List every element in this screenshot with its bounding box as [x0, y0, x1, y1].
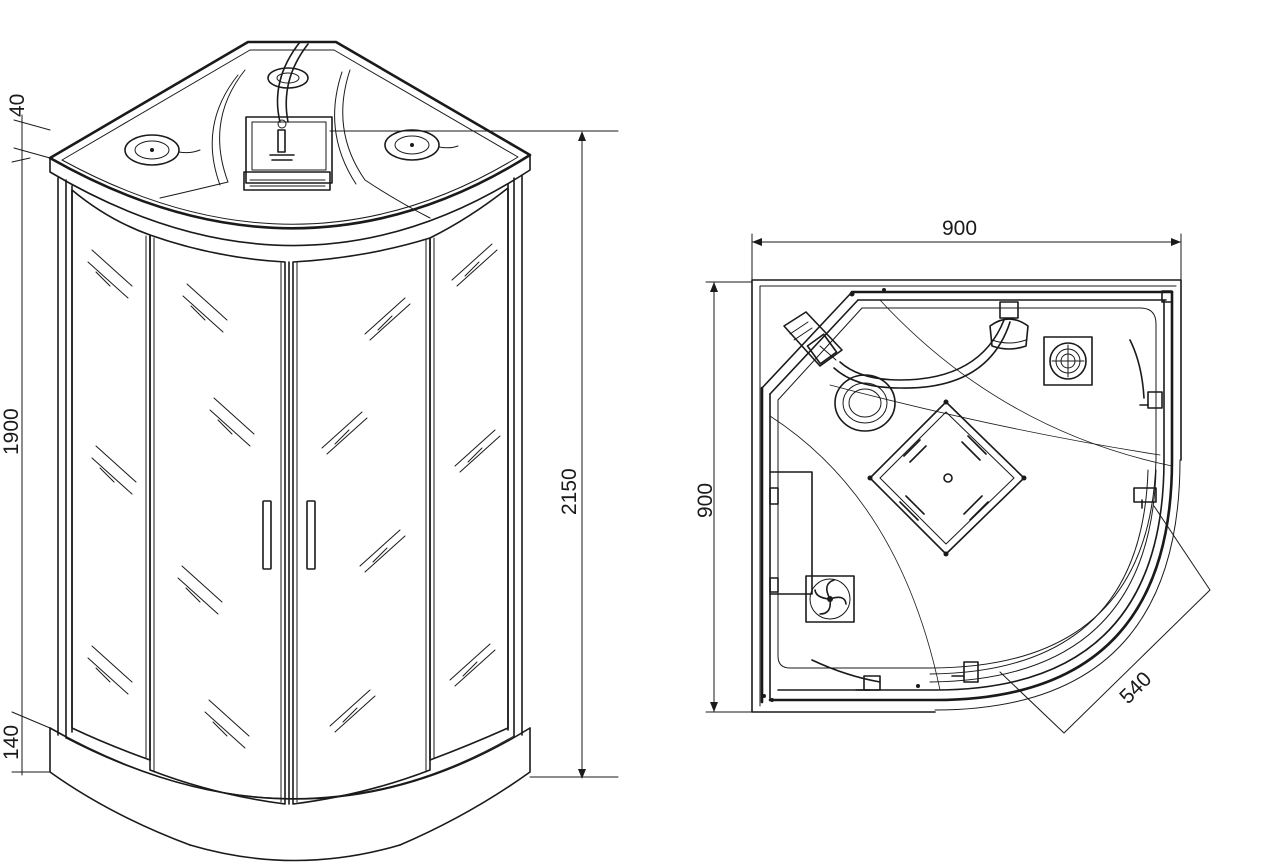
door-right	[292, 237, 431, 805]
plan-curved-glass-inner	[777, 299, 1165, 691]
plan-side-shelf	[769, 471, 813, 595]
roof-inner-rim	[61, 49, 519, 225]
glass-reflections	[87, 243, 501, 749]
speaker-icon	[124, 134, 201, 166]
shower-head-icon	[269, 129, 295, 161]
fan-icon	[805, 575, 855, 623]
roof-rib-left-2	[211, 74, 239, 186]
door-left	[149, 234, 286, 805]
plan-door-grip-right	[1129, 339, 1145, 399]
plan-control-panel	[783, 311, 843, 367]
dim-door-width: 540	[1115, 667, 1156, 708]
plan-corner-wall	[761, 291, 859, 395]
plan-curved-glass-outer	[934, 459, 1181, 711]
dim-top-thickness: 40	[6, 94, 29, 117]
dimension-left	[11, 114, 51, 776]
dimension-total-height	[529, 131, 619, 779]
plan-door-grip-left	[811, 659, 881, 683]
base-tray-front	[49, 727, 531, 846]
dim-body-height: 1900	[0, 408, 23, 455]
plan-outer-inner	[759, 285, 1177, 707]
plan-side-walls	[769, 299, 1167, 701]
plan-door-track	[929, 469, 1157, 683]
glass-right-panel	[429, 187, 509, 761]
plan-curved-glass	[768, 290, 1174, 702]
plan-back-wall	[760, 290, 1174, 704]
shower-head-icon	[989, 301, 1029, 350]
rain-shower-inner	[251, 121, 327, 171]
shower-pipe-joint	[277, 119, 287, 129]
dim-base-height: 140	[0, 725, 23, 760]
dim-total-height: 2150	[558, 468, 581, 515]
roof-rib-right-2	[334, 71, 357, 185]
front-view: 40 1900 140 2150	[0, 40, 619, 862]
roof-outline	[48, 40, 532, 230]
plan-hose-coil	[834, 374, 896, 432]
roof-rib-left	[159, 69, 246, 199]
dim-plan-depth: 900	[694, 483, 717, 518]
plan-door-rollers	[855, 290, 1173, 691]
roof-rib-right	[342, 69, 431, 219]
base-tray-bottom	[189, 844, 401, 862]
drain-icon	[867, 399, 1027, 557]
plan-door-track-2	[929, 469, 1149, 675]
dim-door-line	[999, 505, 1211, 734]
door-handle-icon	[262, 500, 272, 570]
door-left-frame	[153, 237, 282, 803]
plan-outer-boundary	[751, 279, 1182, 713]
base-tray-rim	[65, 735, 515, 799]
body-left-post	[65, 179, 73, 739]
dim-plan-width: 900	[942, 217, 977, 240]
speaker-icon	[1043, 336, 1093, 386]
roof-edge	[49, 154, 531, 247]
plan-corner-fittings	[762, 288, 920, 702]
plan-arc-2	[769, 415, 941, 691]
dimension-width	[751, 233, 1182, 281]
plan-arc-3	[829, 384, 1161, 456]
rain-shower-vents	[249, 179, 326, 187]
body-right-post	[507, 177, 515, 737]
dimension-depth	[705, 281, 761, 713]
door-handle-icon	[306, 500, 316, 570]
plan-tray-outline	[777, 307, 1157, 669]
plan-view: 900 900 540	[694, 217, 1211, 734]
plan-shower-hose	[833, 319, 1011, 389]
rain-shower-plate	[245, 116, 333, 184]
speaker-icon	[384, 129, 459, 161]
rain-shower-base	[243, 171, 331, 191]
speaker-icon	[267, 67, 309, 89]
door-right-frame	[296, 239, 427, 803]
plan-arc-1	[879, 299, 1173, 467]
